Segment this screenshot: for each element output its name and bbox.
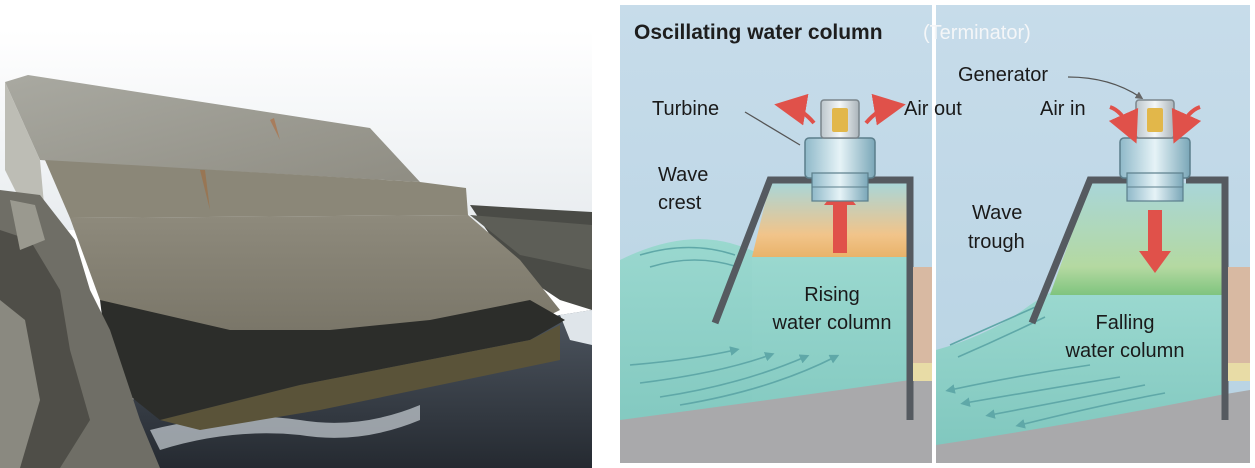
wave-trough-water bbox=[936, 287, 1060, 463]
seabed-right bbox=[936, 390, 1250, 463]
wave-crest-label-1: Wave bbox=[658, 164, 708, 186]
coast-strip-right bbox=[1228, 267, 1250, 377]
air-up-arrow bbox=[833, 201, 847, 253]
generator-label: Generator bbox=[958, 64, 1048, 86]
power-station-photo bbox=[0, 0, 592, 468]
rising-scene bbox=[620, 93, 933, 463]
air-in-arrow-right bbox=[1171, 105, 1202, 144]
seabed-left bbox=[620, 377, 932, 463]
turbine-label: Turbine bbox=[652, 98, 719, 120]
diagram-subtitle: (Terminator) bbox=[923, 22, 1031, 44]
turbine-right bbox=[1119, 99, 1191, 202]
falling-label-2: water column bbox=[1065, 340, 1185, 362]
falling-scene bbox=[936, 76, 1250, 463]
air-out-arrow-left bbox=[774, 93, 816, 126]
air-in-arrow-left bbox=[1108, 105, 1139, 144]
air-out-arrow-right bbox=[864, 93, 906, 126]
falling-air-chamber bbox=[1050, 183, 1225, 295]
air-down-arrow bbox=[1148, 210, 1162, 255]
chamber-wall-front bbox=[711, 176, 820, 325]
wave-trough-label-1: Wave bbox=[972, 202, 1022, 224]
air-in-label: Air in bbox=[1040, 98, 1086, 120]
falling-label-1: Falling bbox=[1096, 312, 1155, 334]
turbine-left bbox=[804, 99, 876, 202]
chamber-wall-back-right bbox=[1186, 176, 1229, 420]
generator-leader bbox=[1067, 76, 1144, 100]
owc-diagram: Oscillating water column (Terminator) Tu… bbox=[620, 5, 1250, 463]
chamber-wall-back bbox=[868, 176, 914, 420]
chamber-wall-front-right bbox=[1028, 176, 1128, 325]
diagram-title: Oscillating water column bbox=[634, 21, 883, 44]
owc-diagram-canvas: Oscillating water column (Terminator) Tu… bbox=[620, 5, 1250, 463]
wave-crest-label-2: crest bbox=[658, 192, 702, 214]
wave-trough-label-2: trough bbox=[968, 231, 1025, 253]
rising-label-1: Rising bbox=[804, 284, 860, 306]
turbine-leader bbox=[744, 111, 801, 146]
power-station-photo-icon bbox=[0, 0, 592, 468]
rising-air-chamber bbox=[752, 183, 910, 257]
coast-strip-left bbox=[913, 267, 933, 377]
air-out-label: Air out bbox=[904, 98, 962, 120]
rising-label-2: water column bbox=[772, 312, 892, 334]
